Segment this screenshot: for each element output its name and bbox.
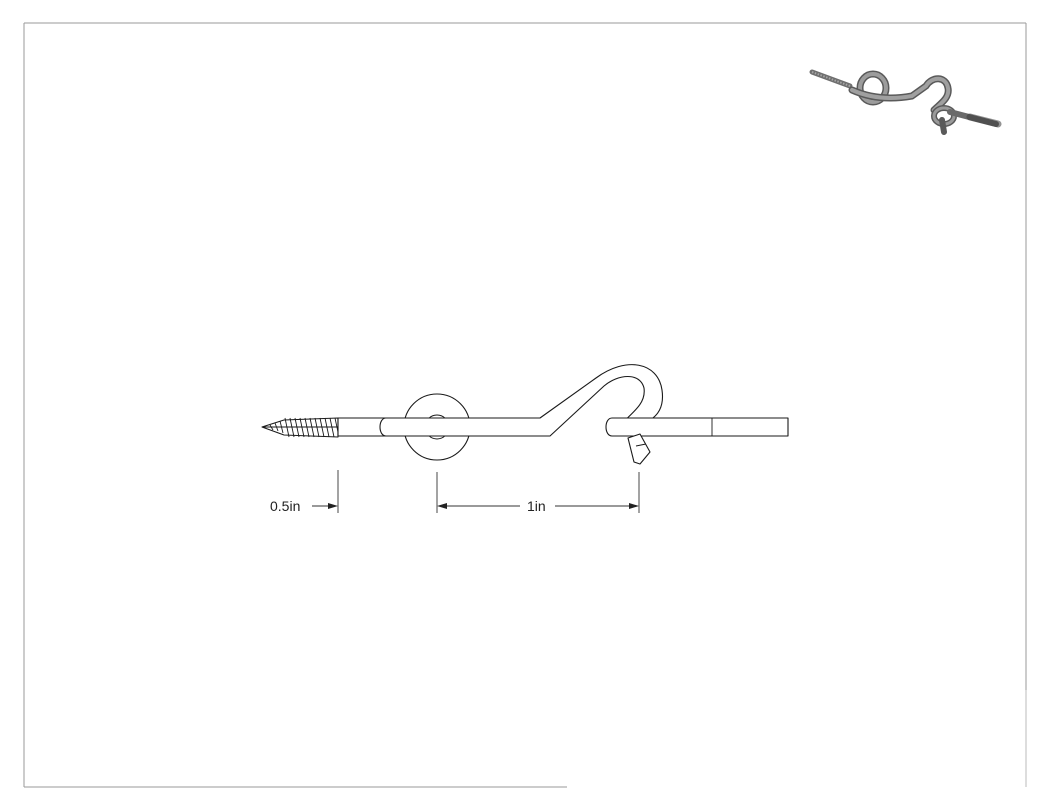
sheet-border xyxy=(23,22,1027,788)
dimension-left-offset: 0.5in xyxy=(270,470,339,514)
isometric-preview xyxy=(809,69,1002,135)
dimension-label-left: 0.5in xyxy=(270,498,300,514)
dimension-label-center: 1in xyxy=(527,498,546,514)
screw-thread xyxy=(261,417,339,438)
hook-tip xyxy=(627,433,651,465)
hook-end-shank xyxy=(605,417,789,437)
hook-and-eye-front-view xyxy=(261,364,789,465)
hook-body xyxy=(379,364,664,437)
dimension-eye-to-hook: 1in xyxy=(436,472,640,514)
